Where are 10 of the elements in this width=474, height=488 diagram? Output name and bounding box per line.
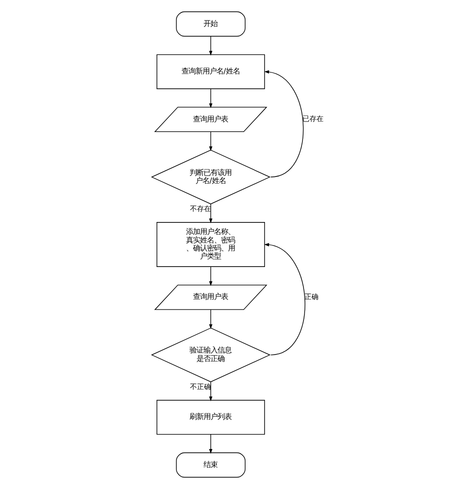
arrow bbox=[208, 434, 212, 454]
arrow bbox=[208, 266, 212, 286]
arrow bbox=[264, 242, 305, 355]
arrow bbox=[208, 130, 212, 151]
arrow bbox=[208, 88, 212, 108]
arrow bbox=[208, 203, 212, 223]
arrow bbox=[208, 381, 212, 401]
arrow bbox=[208, 36, 212, 56]
arrow bbox=[264, 70, 304, 177]
arrow bbox=[208, 308, 212, 329]
